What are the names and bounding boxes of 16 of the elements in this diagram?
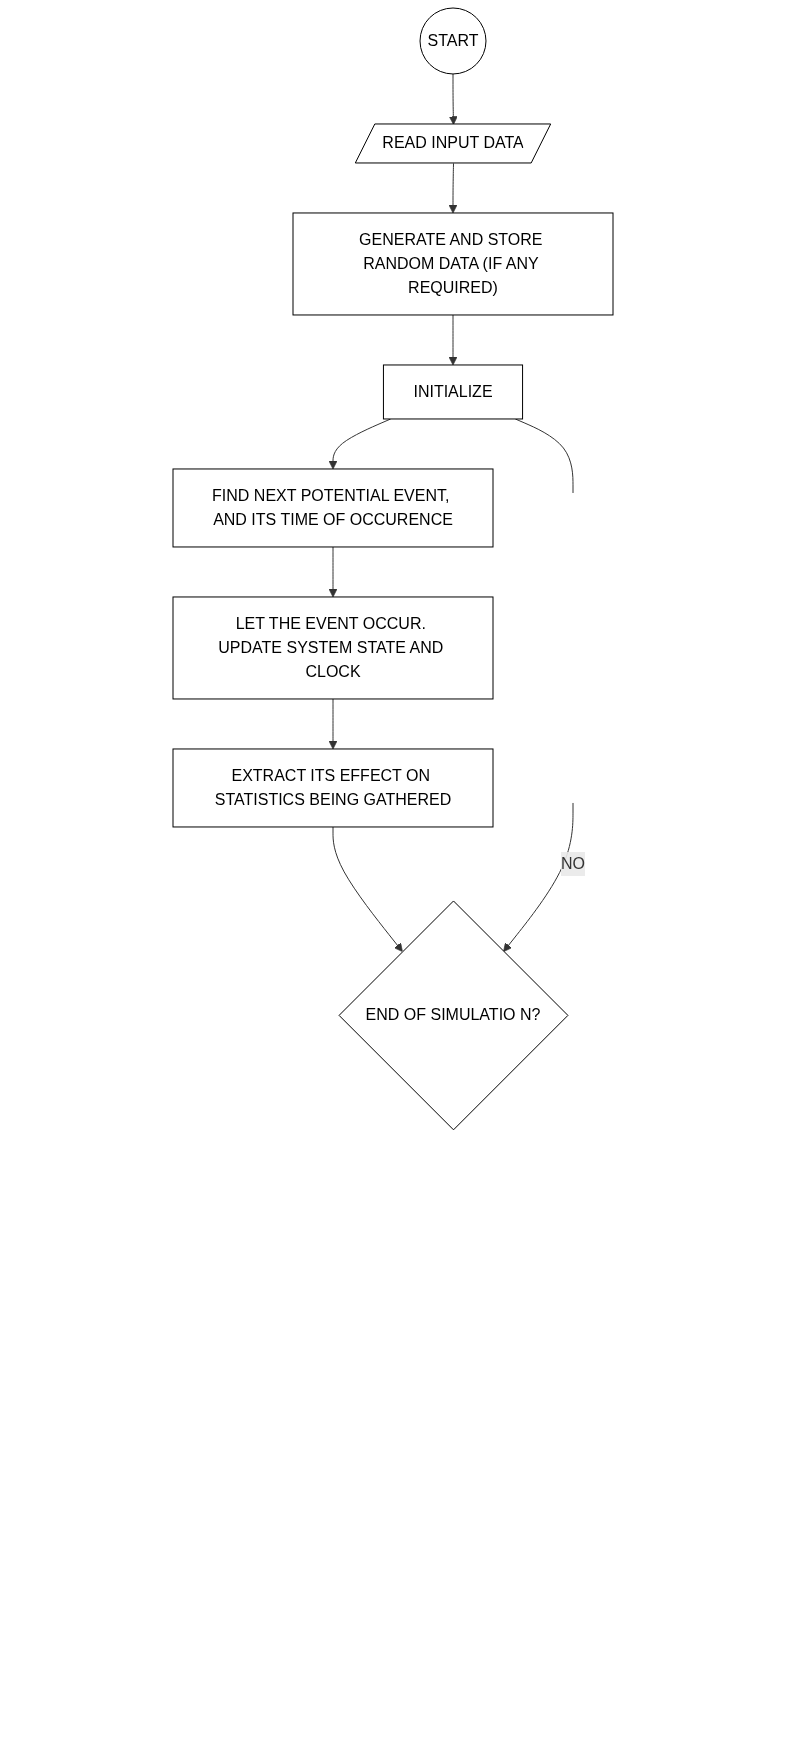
arrow xyxy=(328,546,338,598)
arrow xyxy=(448,73,458,125)
node-diamond: END OF SIMULATIO N? xyxy=(338,900,569,1131)
arrow xyxy=(448,162,458,214)
arrow xyxy=(332,826,403,952)
arrow xyxy=(448,314,458,366)
arrow xyxy=(503,802,574,952)
node-box: EXTRACT ITS EFFECT ON STATISTICS BEING GATHERED xyxy=(172,748,494,828)
edge-label: NO xyxy=(561,854,585,872)
node-box: LET THE EVENT OCCUR. UPDATE SYSTEM STATE AND CLOCK xyxy=(172,596,494,700)
node-box: FIND NEXT POTENTIAL EVENT, AND ITS TIME OF OCCURENCE xyxy=(172,468,494,548)
arrow xyxy=(328,698,338,750)
node-box: INITIALIZE xyxy=(382,364,524,420)
node-circle: START xyxy=(419,7,487,75)
node-box: GENERATE AND STORE RANDOM DATA (IF ANY REQUIRED) xyxy=(292,212,614,316)
connector xyxy=(514,418,574,494)
